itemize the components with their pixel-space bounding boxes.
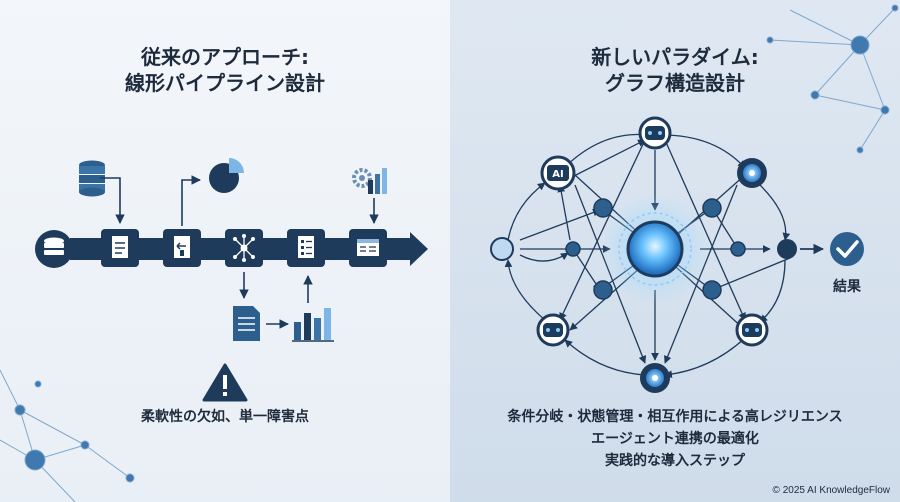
left-title-line2: 線形パイプライン設計 [125, 71, 325, 95]
branch-pie-chart [181, 158, 244, 226]
right-panel-title: 新しいパラダイム: グラフ構造設計 [450, 44, 900, 96]
warning-icon [202, 363, 248, 402]
left-panel-title: 従来のアプローチ: 線形パイプライン設計 [0, 44, 450, 96]
pipeline-node-transfer [163, 229, 201, 267]
database-icon [44, 237, 64, 255]
left-title-line1: 従来のアプローチ: [141, 45, 309, 69]
branch-bar-chart [292, 275, 334, 342]
pie-chart-icon [209, 158, 244, 193]
pipeline-node-network [225, 229, 263, 267]
central-hub-node [600, 194, 710, 304]
right-title-line1: 新しいパラダイム: [591, 45, 759, 69]
right-panel-caption: 条件分岐・状態管理・相互作用による高レジリエンス エージェント連携の最適化 実践… [450, 406, 900, 472]
right-caption-line1: 条件分岐・状態管理・相互作用による高レジリエンス [507, 409, 843, 425]
result-label: 結果 [833, 279, 861, 295]
ai-agent-node: AI [540, 155, 576, 191]
right-title-line2: グラフ構造設計 [605, 71, 745, 95]
right-caption-line2: エージェント連携の最適化 [591, 431, 759, 447]
database-icon [79, 160, 105, 197]
left-panel-caption: 柔軟性の欠如、単一障害点 [141, 409, 309, 425]
decorative-network-bottom-left [0, 369, 135, 502]
check-icon [830, 232, 864, 266]
graph-input-node [490, 237, 514, 261]
branch-database-top [79, 160, 125, 224]
right-caption-line3: 実践的な導入ステップ [605, 453, 745, 469]
branch-document-below [233, 272, 289, 341]
pipeline-node-panel [349, 229, 387, 267]
glowing-agent-node [640, 363, 670, 393]
robot-icon [735, 313, 769, 347]
bar-chart-icon [292, 308, 334, 342]
ai-badge-label: AI [552, 169, 563, 180]
document-icon [233, 306, 260, 341]
pipeline-node-checklist [287, 229, 325, 267]
robot-icon [638, 116, 672, 150]
graph-edges [504, 130, 825, 379]
copyright: © 2025 AI KnowledgeFlow [772, 485, 890, 496]
glowing-agent-node [737, 158, 767, 188]
gear-chart-icon [352, 168, 387, 194]
pipeline-node-document [101, 229, 139, 267]
robot-icon [536, 313, 570, 347]
decorative-network-top-right [766, 4, 899, 154]
graph-inner-nodes [565, 198, 746, 300]
graph-output-node [777, 239, 797, 259]
branch-gear-chart [352, 168, 387, 224]
